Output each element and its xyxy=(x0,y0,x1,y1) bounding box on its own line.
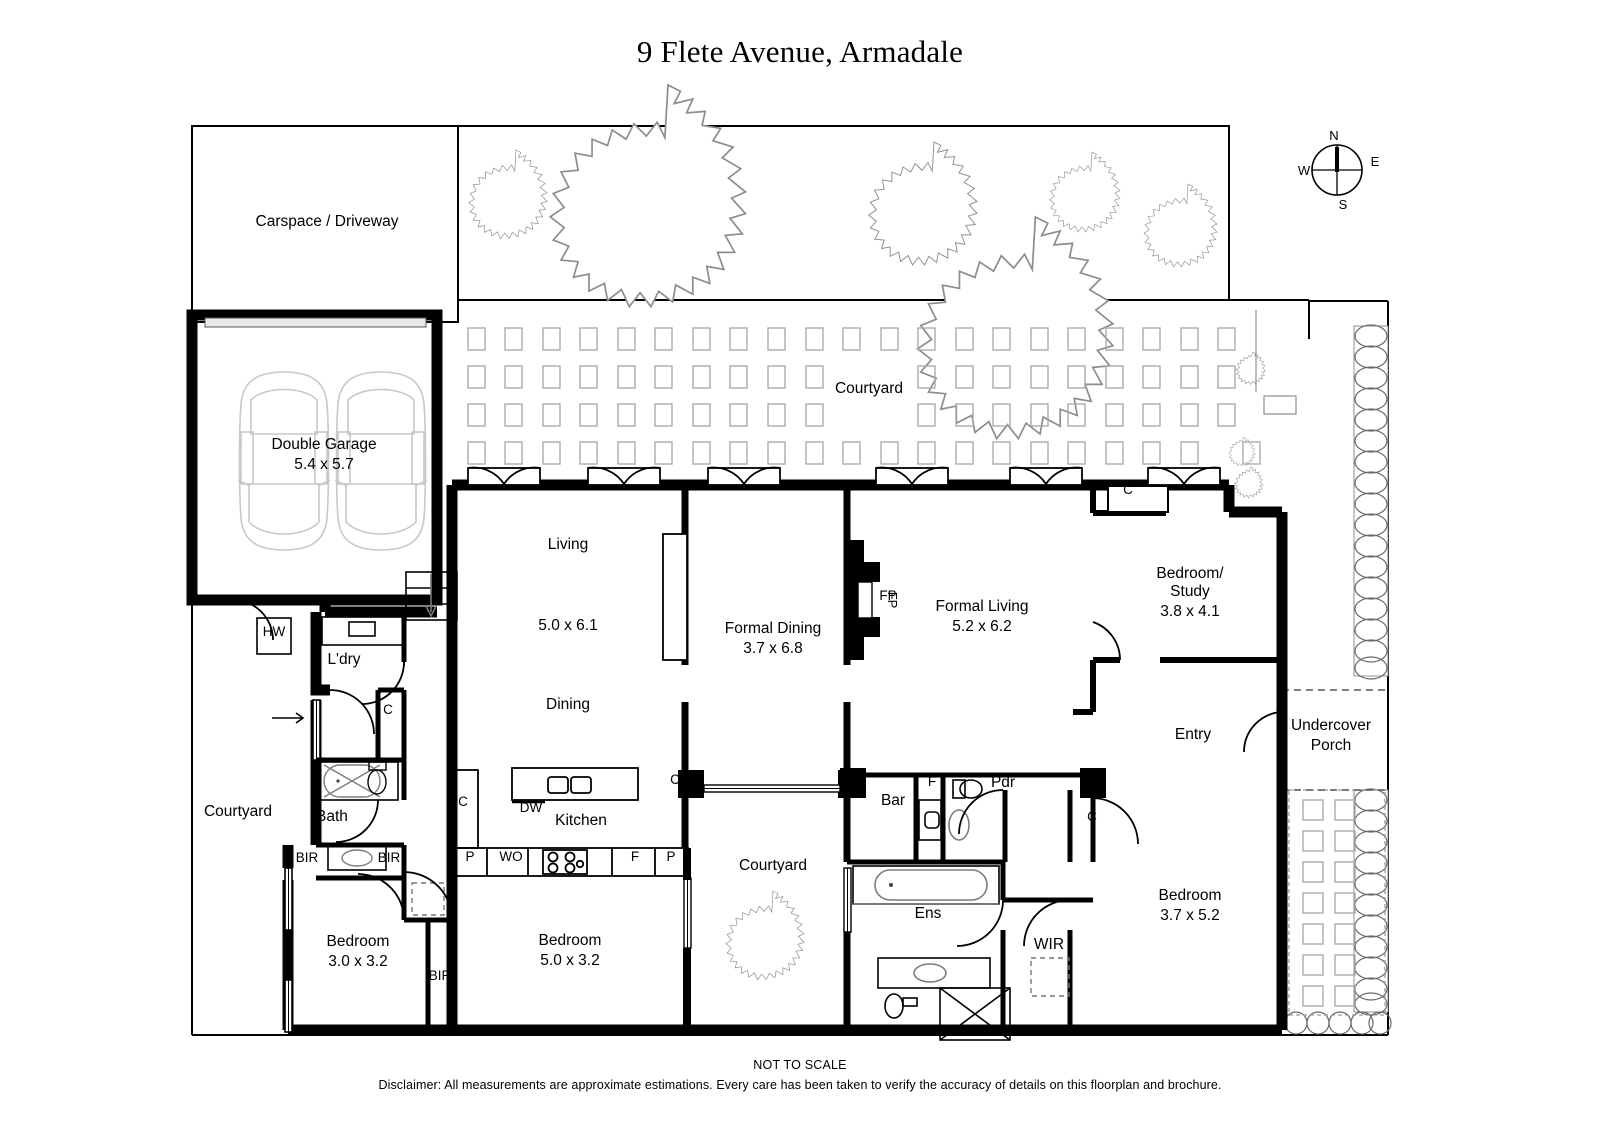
page-title: 9 Flete Avenue, Armadale xyxy=(636,34,964,69)
compass-south-label: S xyxy=(1339,197,1348,212)
fireplace-label: FP xyxy=(885,592,900,609)
bedroom-main-west-label: Bedroom xyxy=(539,932,602,949)
bedroom-small-label: Bedroom xyxy=(327,933,390,950)
bedroom-study-label: Bedroom/ xyxy=(1156,565,1224,582)
living-dims-label: 5.0 x 6.1 xyxy=(538,617,597,634)
double-garage-dimensions: 5.4 x 5.7 xyxy=(294,456,353,473)
pantry-right-label: P xyxy=(666,849,675,864)
courtyard-top-label: Courtyard xyxy=(835,380,903,397)
fireplace-block xyxy=(846,540,880,660)
bedroom-main-east-dimensions: 3.7 x 5.2 xyxy=(1160,907,1219,924)
formal-living-dimensions: 5.2 x 6.2 xyxy=(952,618,1011,635)
bir-right-label: BIR xyxy=(378,850,401,865)
formal-dining-label: Formal Dining xyxy=(725,620,821,637)
laundry-label: L'dry xyxy=(327,651,360,668)
powder-label: Pdr xyxy=(991,774,1015,791)
bar-label: Bar xyxy=(881,792,905,809)
laundry-fixtures xyxy=(256,616,405,655)
bedroom-main-east-label: Bedroom xyxy=(1159,887,1222,904)
pantry-left-label: P xyxy=(465,849,474,864)
compass-west-label: W xyxy=(1298,163,1311,178)
footer: NOT TO SCALE Disclaimer: All measurement… xyxy=(0,1058,1600,1092)
ensuite-label: Ens xyxy=(915,905,942,922)
wall-oven-label: WO xyxy=(499,849,522,864)
compass-east-label: E xyxy=(1371,154,1380,169)
cupboard-hall-label: C xyxy=(458,794,468,809)
courtyard-centre-label: Courtyard xyxy=(739,857,807,874)
cupboard-entry-label: C xyxy=(1087,809,1097,824)
kitchen-label: Kitchen xyxy=(555,812,607,829)
not-to-scale-note: NOT TO SCALE xyxy=(753,1058,847,1072)
powder-fixtures xyxy=(918,779,983,841)
cupboard-ldry-label: C xyxy=(383,702,393,717)
bir-left-label: BIR xyxy=(296,850,319,865)
entry-label: Entry xyxy=(1175,726,1211,743)
compass-rose: N S E W xyxy=(1298,128,1380,212)
double-garage-walls xyxy=(186,309,443,606)
bedroom-study-label-2: Study xyxy=(1170,583,1210,600)
compass-north-label: N xyxy=(1329,128,1338,143)
courtyard-paving xyxy=(467,327,1261,465)
hedge-border xyxy=(1284,324,1392,1035)
dishwasher-label: DW xyxy=(520,800,543,815)
cupboard-study-label: C xyxy=(1123,482,1133,497)
carspace-driveway-label: Carspace / Driveway xyxy=(256,213,399,230)
ensuite-fixtures xyxy=(852,865,1011,1041)
fridge-kitchen-label: F xyxy=(631,849,639,864)
kitchen-fixtures xyxy=(451,767,689,877)
formal-dining-dimensions: 3.7 x 6.8 xyxy=(743,640,802,657)
courtyard-french-doors xyxy=(467,466,1221,486)
double-garage-label: Double Garage xyxy=(271,436,376,453)
black-wall-studs xyxy=(678,768,1106,798)
disclaimer-note: Disclaimer: All measurements are approxi… xyxy=(378,1078,1222,1092)
fridge-bar-label: F xyxy=(928,774,936,789)
courtyard-west-label: Courtyard xyxy=(204,803,272,820)
door-arcs xyxy=(232,599,453,921)
porch-paving xyxy=(1288,789,1386,1016)
bir-bottom-label: BIR xyxy=(429,968,452,983)
undercover-porch-dimensions: Porch xyxy=(1311,737,1352,754)
bar-powder-walls xyxy=(847,772,1096,1030)
bedroom-small-dimensions: 3.0 x 3.2 xyxy=(328,953,387,970)
wir-label: WIR xyxy=(1034,936,1064,953)
hot-water-unit-label: HW xyxy=(263,624,286,639)
dining-label: Dining xyxy=(546,696,590,713)
living-label: Living xyxy=(548,536,589,553)
undercover-porch-label: Undercover xyxy=(1291,717,1371,734)
bedroom-main-west-dimensions: 5.0 x 3.2 xyxy=(540,952,599,969)
formal-living-label: Formal Living xyxy=(935,598,1028,615)
bedroom-study-dimensions: 3.8 x 4.1 xyxy=(1160,603,1219,620)
cupboard-dining-label: C xyxy=(670,772,680,787)
staircase xyxy=(405,571,458,621)
fireplace-label: FP xyxy=(879,588,896,603)
bath-label: Bath xyxy=(316,808,348,825)
bath-fixtures xyxy=(319,761,399,871)
